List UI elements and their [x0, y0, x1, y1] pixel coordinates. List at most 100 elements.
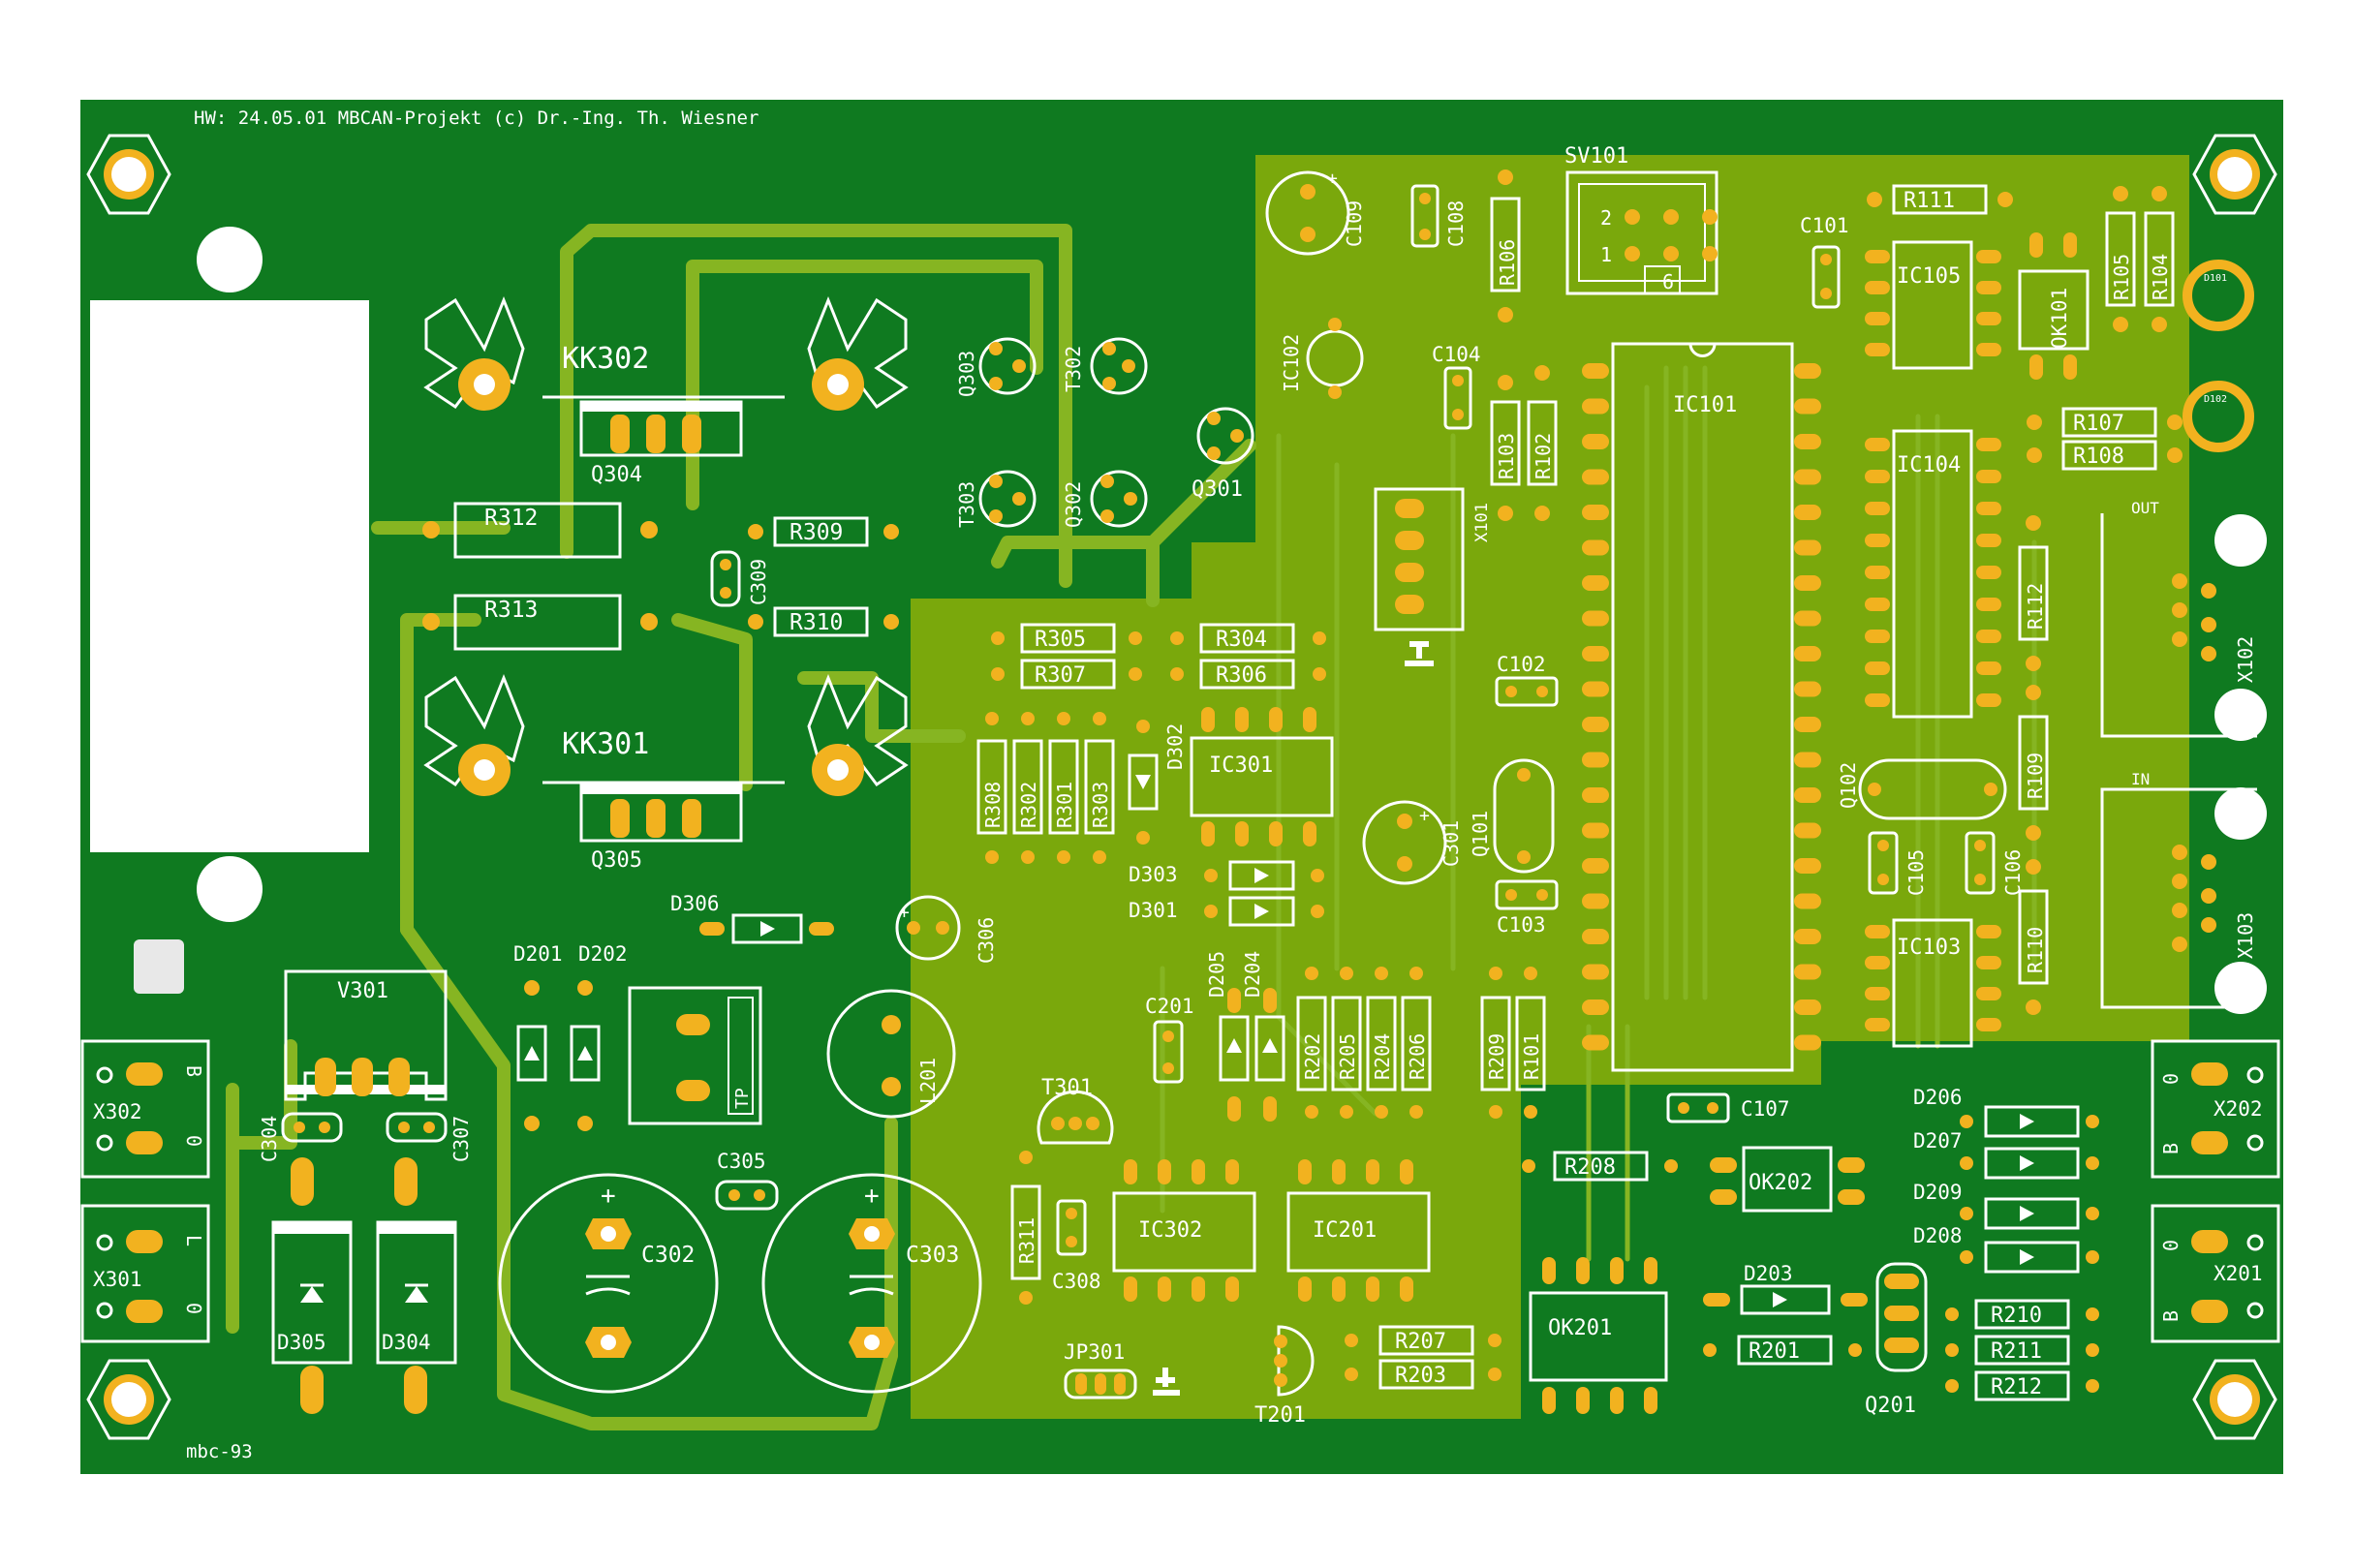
- ic-pin-pad: [1582, 646, 1609, 661]
- ic-pin-pad: [1794, 646, 1821, 661]
- label-c302: C302: [641, 1243, 695, 1268]
- label-ic201: IC201: [1313, 1218, 1377, 1243]
- capacitor-c201: C201: [1145, 995, 1194, 1084]
- label-x201: X201: [2214, 1262, 2263, 1285]
- resistor-r201: R201: [1703, 1335, 1862, 1366]
- ic-pin-pad: [1976, 470, 2001, 483]
- label-r310: R310: [789, 610, 843, 635]
- resistor-r301: R301: [1048, 712, 1079, 864]
- label-d303: D303: [1129, 863, 1178, 886]
- connector-x103: IN X103: [2100, 770, 2267, 1014]
- resistor-r104: R104: [2144, 186, 2175, 332]
- resistor-r112: R112: [2018, 515, 2049, 671]
- resistor-r306: R306: [1170, 659, 1326, 690]
- label-r109: R109: [2024, 753, 2047, 799]
- sv101-pin2: 2: [1600, 206, 1612, 230]
- label-d207: D207: [1913, 1129, 1963, 1153]
- label-r102: R102: [1532, 433, 1555, 479]
- ic-pin-pad: [1865, 598, 1890, 611]
- label-d204: D204: [1241, 951, 1264, 998]
- label-t301: T301: [1041, 1076, 1093, 1100]
- label-ok202: OK202: [1749, 1171, 1812, 1195]
- label-jp301: JP301: [1064, 1340, 1125, 1364]
- label-r107: R107: [2073, 412, 2124, 436]
- resistor-r107: R107: [2027, 407, 2183, 438]
- ic-pin-pad: [1865, 630, 1890, 643]
- plus-c109: +: [1327, 169, 1338, 189]
- capacitor-c301: + C301: [1362, 800, 1463, 885]
- ic-pin-pad: [1976, 534, 2001, 547]
- pol-0-x302: 0: [182, 1135, 205, 1147]
- label-c104: C104: [1432, 343, 1481, 366]
- label-c105: C105: [1904, 849, 1928, 896]
- ic-pin-pad: [1582, 893, 1609, 909]
- optocoupler-ok202: OK202: [1710, 1146, 1865, 1213]
- label-c107: C107: [1741, 1097, 1790, 1121]
- ic-pin-pad: [1794, 1034, 1821, 1051]
- label-d301: D301: [1129, 899, 1178, 922]
- ic-pin-pad: [1865, 566, 1890, 579]
- plus-c302: +: [601, 1182, 616, 1211]
- ic-pin-pad: [1794, 822, 1821, 839]
- resistor-r109: R109: [2018, 685, 2049, 841]
- testpoint-tp: TP: [628, 986, 762, 1125]
- capacitor-c303: + C303: [761, 1173, 982, 1394]
- ic-pin-pad: [1582, 434, 1609, 449]
- ic-pin-pad: [1794, 787, 1821, 803]
- sv101-pin1: 1: [1600, 243, 1612, 266]
- ic-pin-pad: [1794, 398, 1821, 415]
- label-c106: C106: [2001, 849, 2025, 896]
- label-r208: R208: [1564, 1155, 1616, 1180]
- diode-d301: D301: [1129, 896, 1324, 927]
- resistor-r206: R206: [1401, 967, 1432, 1119]
- label-x202: X202: [2214, 1097, 2263, 1121]
- ic-pin-pad: [1794, 363, 1821, 379]
- label-r211: R211: [1991, 1339, 2042, 1364]
- connector-x202: X202 0 B: [2151, 1039, 2280, 1179]
- footer-text: mbc-93: [186, 1441, 253, 1462]
- plus-c303: +: [864, 1182, 880, 1211]
- label-d208: D208: [1913, 1224, 1963, 1247]
- transistor-t201: T201: [1254, 1325, 1315, 1428]
- crystal-q101: Q101: [1469, 758, 1555, 874]
- traces: [226, 224, 1256, 1430]
- label-q305: Q305: [591, 848, 642, 873]
- resistor-r204: R204: [1366, 967, 1397, 1119]
- capacitor-c101: C101: [1800, 214, 1849, 309]
- resistor-r101: R101: [1515, 967, 1546, 1119]
- capacitor-c108: C108: [1410, 184, 1468, 248]
- ic-ic101: IC101: [1582, 342, 1821, 1072]
- resistor-r312: R312: [422, 502, 658, 559]
- ic-pin-pad: [1794, 929, 1821, 944]
- label-r305: R305: [1035, 628, 1086, 652]
- label-d304: D304: [382, 1331, 431, 1354]
- pol-b-x202: B: [2159, 1143, 2183, 1154]
- diode-d203: D203: [1703, 1262, 1868, 1315]
- transistor-q302: Q302: [1062, 470, 1148, 528]
- ic-pin-pad: [1976, 630, 2001, 643]
- label-kk301: KK301: [562, 727, 649, 761]
- label-c308: C308: [1052, 1270, 1101, 1293]
- label-ok101: OK101: [2048, 288, 2071, 349]
- ic-pin-pad: [1582, 505, 1609, 520]
- connector-x201: X201 0 B: [2151, 1204, 2280, 1343]
- label-c306: C306: [975, 917, 998, 964]
- regulator-v301: V301: [284, 969, 448, 1101]
- label-d206: D206: [1913, 1086, 1963, 1109]
- diode-d206: D206: [1913, 1086, 2099, 1138]
- ic-ic302: IC302: [1112, 1159, 1256, 1302]
- capacitor-c103: C103: [1495, 879, 1559, 937]
- resistor-r106: R106: [1490, 169, 1521, 323]
- label-c307: C307: [449, 1116, 473, 1162]
- capacitor-c305: C305: [715, 1150, 779, 1211]
- ic-pin-pad: [1794, 434, 1821, 449]
- connector-x101: X101: [1374, 487, 1492, 666]
- ic-pin-pad: [1865, 693, 1890, 707]
- label-x103: X103: [2234, 912, 2257, 959]
- label-r106: R106: [1496, 239, 1519, 286]
- resistor-r202: R202: [1296, 967, 1327, 1119]
- mounting-hole-tr: [2192, 134, 2277, 215]
- label-r112: R112: [2024, 583, 2047, 630]
- ic-ic104: IC104: [1865, 429, 2001, 719]
